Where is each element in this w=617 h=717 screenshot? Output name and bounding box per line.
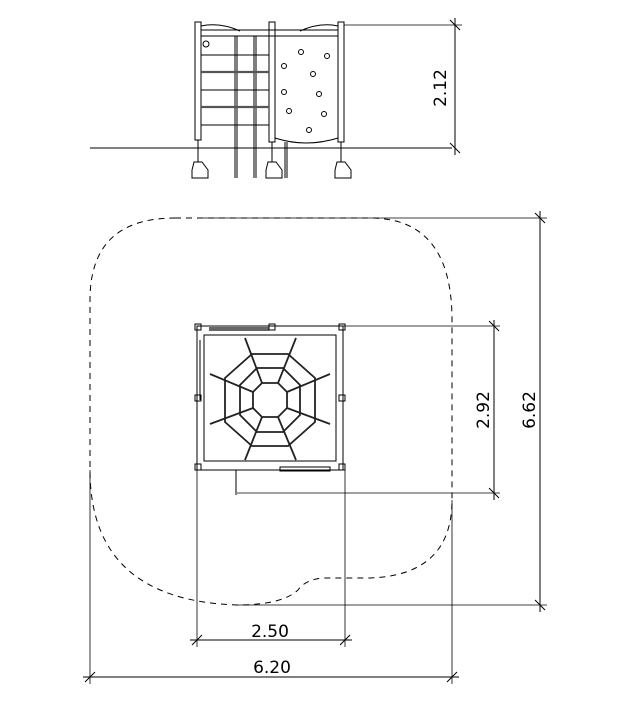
post <box>268 21 276 143</box>
safety-zone-outline <box>89 217 453 606</box>
frame-width-label: 2.50 <box>251 622 289 642</box>
zone-width-label: 6.20 <box>253 658 291 678</box>
footing <box>265 161 283 179</box>
side-elevation: 2.12 <box>90 18 462 179</box>
frame-depth-label: 2.92 <box>474 391 494 429</box>
ladder-top <box>209 327 269 331</box>
frame-outline <box>196 325 344 471</box>
plan-view: 2.92 6.62 2.50 6.20 <box>83 211 547 684</box>
footing <box>334 161 352 179</box>
post <box>194 21 202 141</box>
zone-depth-label: 6.62 <box>520 391 540 429</box>
height-label: 2.12 <box>431 69 451 107</box>
post <box>337 21 345 143</box>
ring-icon <box>202 40 210 48</box>
climbing-holds <box>281 49 330 133</box>
footing <box>191 161 209 179</box>
climbing-wall <box>274 137 339 144</box>
spider-web-net <box>209 337 331 461</box>
